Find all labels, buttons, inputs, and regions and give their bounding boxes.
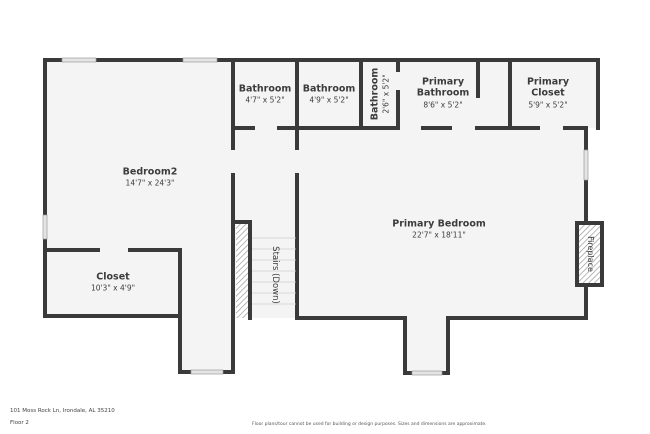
disclaimer: Floor plans/tour cannot be used for buil… — [252, 422, 487, 427]
room-name: Bathroom — [238, 83, 292, 95]
stairs-text: Stairs (Down) — [270, 246, 281, 304]
room-bathroom-2: Bathroom 4'9" x 5'2" — [303, 83, 356, 104]
room-name-line1: Primary — [421, 76, 465, 88]
room-dimensions: 4'7" x 5'2" — [245, 95, 285, 105]
room-name-line2: Bathroom — [416, 88, 470, 99]
room-dimensions: 14'7" x 24'3" — [125, 178, 175, 188]
stairs-drawing — [236, 224, 296, 318]
room-name-line2: Closet — [531, 88, 565, 99]
room-dimensions: 2'6" x 5'2" — [381, 74, 391, 114]
floor-label: Floor 2 — [10, 420, 29, 426]
floor-area — [45, 60, 598, 373]
room-name: Closet — [96, 271, 130, 283]
room-dimensions: 10'3" x 4'9" — [90, 283, 136, 293]
room-name: Bathroom — [302, 83, 356, 95]
fireplace-label: Fireplace — [585, 236, 595, 272]
fireplace-box — [575, 221, 604, 287]
room-name: Primary Bedroom — [392, 218, 486, 230]
room-dimensions: 22'7" x 18'11" — [412, 230, 466, 240]
room-primary-bedroom: Primary Bedroom 22'7" x 18'11" — [392, 218, 486, 239]
property-address: 101 Moss Rock Ln, Irondale, AL 35210 — [10, 408, 115, 414]
room-name: Bedroom2 — [122, 166, 178, 178]
room-name-line1: Primary — [526, 76, 570, 88]
room-primary-closet: Primary Closet 5'9" x 5'2" — [527, 77, 569, 110]
room-bathroom-3: Bathroom 2'6" x 5'2" — [369, 68, 390, 121]
room-closet: Closet 10'3" x 4'9" — [91, 271, 135, 292]
room-dimensions: 4'9" x 5'2" — [309, 95, 349, 105]
room-dimensions: 5'9" x 5'2" — [528, 100, 568, 110]
room-bathroom-1: Bathroom 4'7" x 5'2" — [239, 83, 292, 104]
room-name: Bathroom — [369, 67, 381, 121]
room-dimensions: 8'6" x 5'2" — [423, 100, 463, 110]
stairs-label: Stairs (Down) — [270, 246, 280, 304]
windows — [42, 57, 589, 376]
fireplace-text: Fireplace — [585, 236, 595, 272]
room-primary-bathroom: Primary Bathroom 8'6" x 5'2" — [417, 77, 470, 110]
room-bedroom2: Bedroom2 14'7" x 24'3" — [123, 166, 178, 187]
walls — [43, 58, 600, 375]
